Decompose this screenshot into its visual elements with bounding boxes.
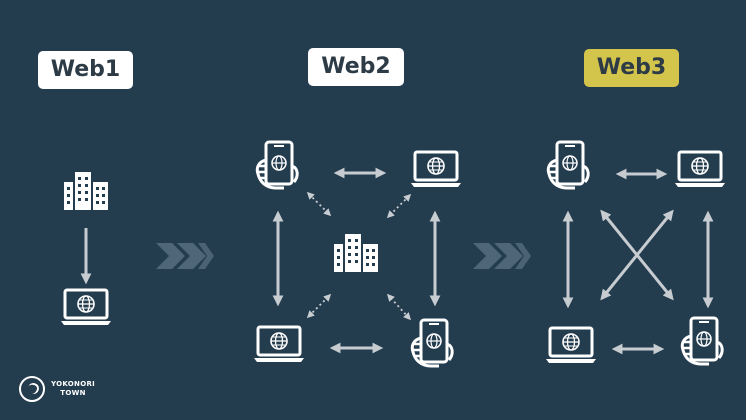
logo-line-1: YOKONORI xyxy=(51,380,96,388)
chevron-separator-1-icon xyxy=(156,243,214,269)
web1-label: Web1 xyxy=(38,51,133,89)
web3-laptop-bottomleft-icon xyxy=(544,326,598,365)
logo-line-2: TOWN xyxy=(60,389,86,397)
web2-phone-bottomright-icon xyxy=(410,318,454,368)
web2-dotted-arrow-se xyxy=(386,293,412,321)
logo-text: YOKONORI TOWN xyxy=(51,380,95,398)
web2-laptop-bottomleft-icon xyxy=(252,325,306,364)
web3-label: Web3 xyxy=(584,49,679,87)
logo-mark-icon xyxy=(19,376,45,402)
web3-phone-topleft-icon xyxy=(546,140,590,190)
web2-label: Web2 xyxy=(308,48,404,86)
web2-dotted-arrow-ne xyxy=(386,193,412,219)
web2-dotted-arrow-nw xyxy=(306,191,332,217)
web2-laptop-topright-icon xyxy=(409,150,463,189)
web2-dotted-arrow-sw xyxy=(306,293,332,319)
web3-phone-bottomright-icon xyxy=(680,316,724,366)
web2-phone-topleft-icon xyxy=(255,140,299,190)
chevron-separator-2-icon xyxy=(473,243,531,269)
web3-laptop-topright-icon xyxy=(673,150,727,189)
web3-arrow-diagonal-2 xyxy=(600,209,674,301)
web1-laptop-icon xyxy=(59,288,113,327)
web2-server-icon xyxy=(334,234,378,272)
yokonori-town-logo: YOKONORI TOWN xyxy=(19,376,95,402)
web1-server-icon xyxy=(64,172,108,210)
